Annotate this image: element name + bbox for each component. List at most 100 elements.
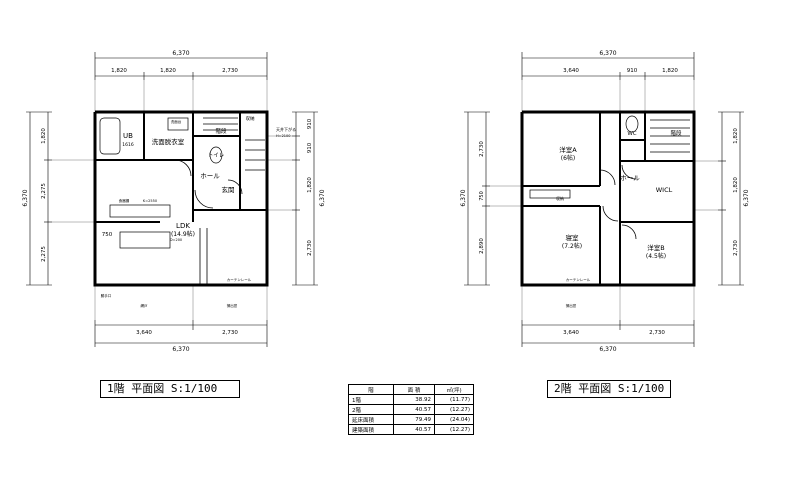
plan2-fixtures bbox=[529, 115, 690, 240]
plan2-note-storage: 収納 bbox=[556, 195, 564, 201]
plan1-note-d200: D=200 bbox=[170, 238, 182, 242]
toilet-fixture bbox=[209, 146, 223, 164]
plan2-title: 2階 平面図 S:1/100 bbox=[547, 380, 671, 398]
plan1-room-labels: UB 1616 洗面脱衣室 トイレ 階段 ホール 玄関 LDK (14.9帖) … bbox=[122, 115, 255, 238]
plan1-dim-right-4: 2,730 bbox=[307, 240, 313, 256]
plan1-note-ceiling: 天井下がる bbox=[276, 126, 296, 132]
area-table-label: 建築面積 bbox=[348, 424, 394, 435]
area-table-label: 2階 bbox=[348, 404, 394, 415]
plan1-note-750: 750 bbox=[102, 232, 113, 238]
plan2-dim-bottom-2: 2,730 bbox=[649, 330, 665, 336]
plan2-dim-left-3: 2,890 bbox=[479, 238, 485, 254]
plan1-note-curtain: カーテンレール bbox=[227, 277, 252, 282]
plan2-dim-right-1: 1,820 bbox=[733, 128, 739, 144]
plan2-dim-top-1: 3,640 bbox=[563, 68, 579, 74]
plan1-dim-right-2: 910 bbox=[307, 142, 313, 153]
plan2-stairs-treads bbox=[650, 119, 690, 153]
plan1-room-ub: UB bbox=[123, 132, 133, 140]
plan1-grid bbox=[52, 80, 292, 320]
plan1-room-toilet: トイレ bbox=[208, 153, 225, 159]
plan1-fixtures bbox=[99, 117, 265, 285]
area-table: 階 面 積 ㎡(坪) 1階 38.92 (11.77) 2階 40.57 (12… bbox=[348, 384, 474, 435]
plan1-note-net: 網戸 bbox=[141, 303, 148, 308]
plan1-dim-top-1: 1,820 bbox=[111, 68, 127, 74]
plan2-dim-left-total: 6,370 bbox=[460, 189, 467, 206]
washbasin bbox=[167, 117, 189, 131]
area-table-label: 延床面積 bbox=[348, 414, 394, 425]
plan2-top-dimensions: 6,370 3,640 910 1,820 bbox=[521, 50, 695, 80]
plan2-room-stairs: 階段 bbox=[670, 129, 682, 137]
area-table-tsubo: (24.04) bbox=[434, 414, 474, 425]
plan1-room-storage: 収納 bbox=[246, 115, 255, 122]
plan1-dim-bottom-2: 2,730 bbox=[222, 330, 238, 336]
area-table-row: 1階 38.92 (11.77) bbox=[348, 394, 474, 405]
area-table-row: 2階 40.57 (12.27) bbox=[348, 404, 474, 415]
plan2-notes: カーテンレール 掃出窓 収納 bbox=[556, 195, 591, 308]
plan2-room-bedroom-size: (7.2帖) bbox=[562, 242, 582, 250]
plan1-dim-right-total: 6,370 bbox=[319, 189, 326, 206]
plan2-room-western-a-size: (6帖) bbox=[561, 154, 576, 162]
area-table-row: 建築面積 40.57 (12.27) bbox=[348, 424, 474, 435]
plan2-bottom-dimensions: 3,640 2,730 6,370 bbox=[521, 320, 695, 353]
plan2-dim-right-total: 6,370 bbox=[743, 189, 750, 206]
area-table-row: 延床面積 79.49 (24.04) bbox=[348, 414, 474, 425]
area-table-header-floor: 階 bbox=[348, 384, 394, 395]
plan2-dim-left-2: 750 bbox=[479, 191, 485, 201]
kitchen-island bbox=[119, 231, 171, 249]
plan1-title: 1階 平面図 S:1/100 bbox=[100, 380, 240, 398]
area-table-area: 38.92 bbox=[393, 394, 435, 405]
plan1-dim-top-2: 1,820 bbox=[160, 68, 176, 74]
plan2-dim-bottom-total: 6,370 bbox=[599, 346, 616, 353]
plan1-room-washroom: 洗面脱衣室 bbox=[152, 137, 185, 146]
plan1-note-window2: 勝手口 bbox=[101, 293, 112, 298]
plan2-note-curtain: カーテンレール bbox=[566, 277, 591, 282]
plan2-dim-left-1: 2,730 bbox=[479, 141, 485, 157]
plan2-dim-top-3: 1,820 bbox=[662, 68, 678, 74]
plan2-dim-right-3: 2,730 bbox=[733, 240, 739, 256]
plan2-left-dimensions: 2,730 750 2,890 6,370 bbox=[460, 111, 490, 286]
plan1-bottom-dimensions: 3,640 2,730 6,370 bbox=[94, 320, 268, 353]
plan1-right-dimensions: 910 910 1,820 2,730 6,370 bbox=[292, 111, 326, 286]
plan2-grid bbox=[490, 80, 718, 320]
plan2-room-wicl: WICL bbox=[656, 186, 673, 194]
plan1-notes: 750 天井下がる H=2100 洗面台 食器棚 K=2550 D=200 掃出… bbox=[101, 119, 296, 308]
plan1-dim-left-2: 2,275 bbox=[41, 183, 47, 199]
plan2-closet-shelf bbox=[529, 189, 571, 199]
area-table-label: 1階 bbox=[348, 394, 394, 405]
plan2-room-hall: ホール bbox=[620, 174, 640, 182]
plan1-dim-right-3: 1,820 bbox=[307, 177, 313, 193]
plan1-room-ldk: LDK bbox=[176, 222, 190, 230]
plan1-top-dimensions: 6,370 1,820 1,820 2,730 bbox=[94, 50, 268, 80]
plan1-room-entrance: 玄関 bbox=[222, 185, 235, 194]
plan2-dim-right-2: 1,820 bbox=[733, 177, 739, 193]
plan1-room-ldk-size: (14.9帖) bbox=[171, 230, 195, 238]
plan1-walls bbox=[93, 110, 269, 287]
plan1-room-hall: ホール bbox=[200, 172, 220, 180]
kitchen-counter bbox=[109, 204, 171, 218]
plan1-dim-top-total: 6,370 bbox=[172, 50, 189, 57]
plan-2f: 6,370 3,640 910 1,820 3,640 2,730 6,370 … bbox=[460, 50, 750, 353]
area-table-area: 40.57 bbox=[393, 424, 435, 435]
plan1-left-dimensions: 1,820 2,275 2,275 6,370 bbox=[22, 111, 52, 286]
plan1-dim-right-1: 910 bbox=[307, 118, 313, 129]
plan1-dim-top-3: 2,730 bbox=[222, 68, 238, 74]
plan2-toilet-fixture bbox=[625, 115, 639, 133]
plan2-room-labels: 洋室A (6帖) WC 階段 ホール WICL 寝室 (7.2帖) 洋室B (4… bbox=[559, 129, 682, 260]
bathtub bbox=[99, 117, 121, 155]
area-table-tsubo: (11.77) bbox=[434, 394, 474, 405]
plan2-dim-top-2: 910 bbox=[627, 68, 638, 74]
plan2-walls bbox=[520, 110, 696, 287]
plan1-note-kitchen: 食器棚 bbox=[119, 198, 130, 203]
plan1-dim-bottom-1: 3,640 bbox=[136, 330, 152, 336]
plan1-note-ceiling-h: H=2100 bbox=[276, 134, 290, 138]
plan1-note-sanitary: 洗面台 bbox=[171, 119, 182, 124]
plan1-note-window1: 掃出窓 bbox=[227, 303, 238, 308]
plan2-room-western-b: 洋室B bbox=[647, 243, 664, 252]
area-table-area: 79.49 bbox=[393, 414, 435, 425]
plan1-dim-left-total: 6,370 bbox=[22, 189, 29, 206]
plan1-room-stairs: 階段 bbox=[215, 127, 227, 135]
plan2-note-window: 掃出窓 bbox=[566, 303, 577, 308]
area-table-header-area: 面 積 bbox=[393, 384, 435, 395]
area-table-area: 40.57 bbox=[393, 404, 435, 415]
